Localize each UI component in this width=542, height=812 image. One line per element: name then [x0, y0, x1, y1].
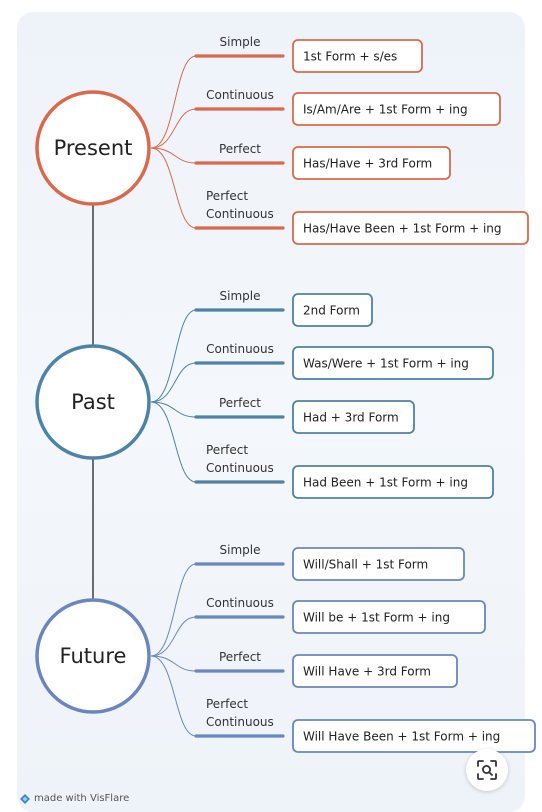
present-formula-box — [292, 92, 501, 126]
future-formula-text: Will Have Been + 1st Form + ing — [303, 730, 500, 744]
past-formula-box — [292, 400, 415, 434]
present-branch-label: Perfect — [206, 189, 248, 203]
present-tense-label: Present — [54, 136, 133, 160]
future-branch-label: Continuous — [206, 715, 274, 729]
past-formula-text: 2nd Form — [303, 304, 360, 318]
present-formula-text: Is/Am/Are + 1st Form + ing — [303, 103, 468, 117]
branch-connector — [150, 655, 197, 672]
past-formula-text: Had Been + 1st Form + ing — [303, 476, 468, 490]
footer-text: made with VisFlare — [34, 793, 130, 804]
branch-connector — [150, 655, 197, 737]
present-formula-box — [292, 39, 423, 73]
branch-connector — [150, 401, 197, 418]
visflare-logo-icon — [20, 793, 30, 804]
past-formula-text: Had + 3rd Form — [303, 411, 399, 425]
future-formula-box — [292, 654, 458, 688]
footer[interactable]: made with VisFlare — [20, 793, 129, 804]
branch-connector — [150, 108, 197, 149]
visual-search-button[interactable] — [466, 749, 508, 791]
past-formula-text: Was/Were + 1st Form + ing — [303, 357, 469, 371]
present-branch-label: Perfect — [219, 142, 261, 156]
past-branch-label: Continuous — [206, 461, 274, 475]
past-formula-box — [292, 465, 494, 499]
branch-connector — [150, 362, 197, 403]
future-tense-circle — [35, 598, 151, 714]
past-branch-label: Perfect — [206, 443, 248, 457]
future-branch-label: Perfect — [219, 650, 261, 664]
present-formula-text: Has/Have + 3rd Form — [303, 157, 432, 171]
past-tense-label: Past — [71, 390, 115, 414]
past-formula-box — [292, 346, 494, 380]
past-tense-circle — [35, 344, 151, 460]
future-formula-box — [292, 719, 536, 753]
present-branch-label: Continuous — [206, 88, 274, 102]
future-formula-text: Will Have + 3rd Form — [303, 665, 431, 679]
branch-connector — [150, 55, 197, 149]
future-formula-text: Will be + 1st Form + ing — [303, 611, 450, 625]
present-branch-label: Simple — [220, 35, 261, 49]
branch-connector — [150, 616, 197, 657]
past-branch-label: Perfect — [219, 396, 261, 410]
past-branch-label: Simple — [220, 289, 261, 303]
future-formula-text: Will/Shall + 1st Form — [303, 558, 428, 572]
present-branch-label: Continuous — [206, 207, 274, 221]
future-formula-box — [292, 547, 465, 581]
future-branch-label: Simple — [220, 543, 261, 557]
past-branch-label: Continuous — [206, 342, 274, 356]
branch-connector — [150, 147, 197, 164]
branch-connector — [150, 309, 197, 403]
branch-connector — [150, 147, 197, 229]
branch-connector — [150, 401, 197, 483]
future-branch-label: Continuous — [206, 596, 274, 610]
present-tense-circle — [35, 90, 151, 206]
future-branch-label: Perfect — [206, 697, 248, 711]
branch-connector — [150, 563, 197, 657]
present-formula-box — [292, 146, 451, 180]
present-formula-text: Has/Have Been + 1st Form + ing — [303, 222, 502, 236]
visual-search-icon — [477, 760, 497, 780]
future-formula-box — [292, 600, 486, 634]
present-formula-text: 1st Form + s/es — [303, 50, 397, 64]
present-formula-box — [292, 211, 529, 245]
past-formula-box — [292, 293, 373, 327]
future-tense-label: Future — [60, 644, 127, 668]
